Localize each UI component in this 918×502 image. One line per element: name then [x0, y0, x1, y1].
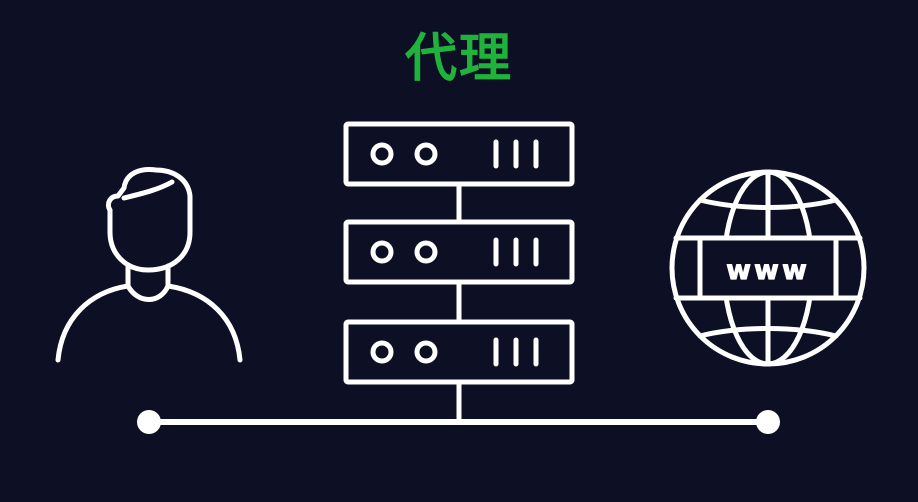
connection-endpoint-left [137, 410, 161, 434]
user-head [105, 167, 193, 273]
user-neck [125, 263, 171, 289]
www-banner [697, 235, 839, 301]
user-shoulders [55, 283, 243, 363]
connection-line [137, 410, 780, 434]
server-1-led-b [414, 142, 438, 166]
server-1-led-a [370, 142, 394, 166]
server-2-led-a [370, 240, 394, 264]
diagram-title: 代理 [404, 29, 513, 89]
server-3-bars [493, 337, 539, 367]
server-2-bars [493, 237, 539, 267]
server-3-led-a [370, 340, 394, 364]
globe-parallel-top [697, 197, 839, 210]
connection-endpoint-right [756, 410, 780, 434]
user-hair-line [121, 179, 175, 201]
server-1-bars [493, 139, 539, 169]
server-3-led-b [414, 340, 438, 364]
user-icon [55, 167, 243, 363]
server-stack-icon [343, 121, 575, 425]
globe-parallel-bottom [697, 326, 839, 339]
server-2-led-b [414, 240, 438, 264]
globe-www-icon: www [669, 169, 867, 367]
www-label: www [726, 255, 810, 286]
